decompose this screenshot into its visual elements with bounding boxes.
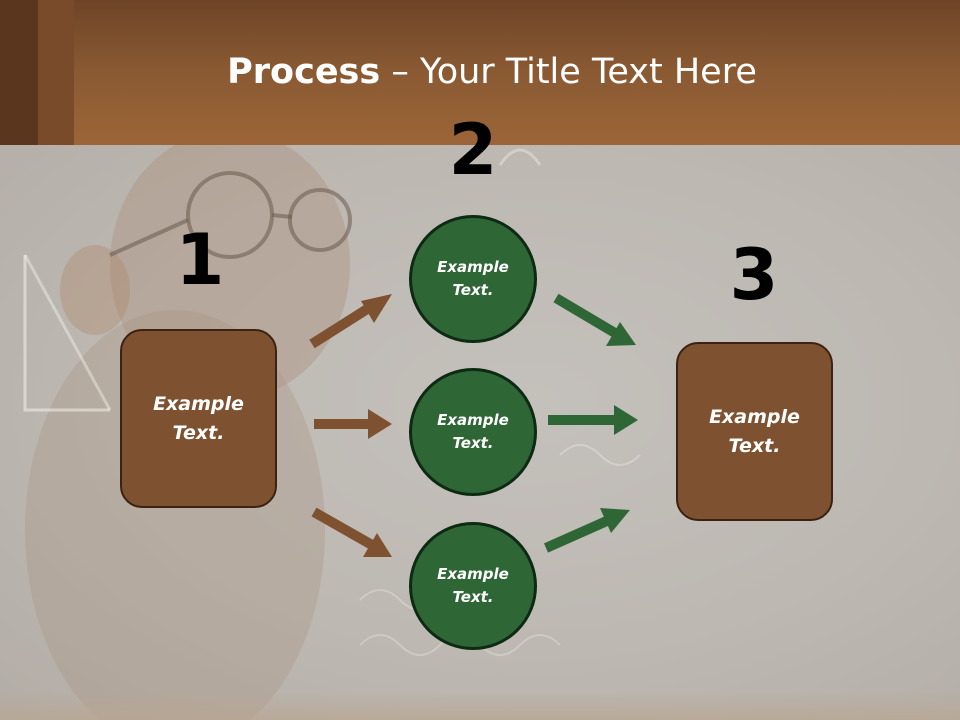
step-circle-middle: Example Text. (409, 368, 537, 496)
step-circle-bottom-label: Example Text. (437, 565, 509, 606)
header-accent-strip (38, 0, 74, 145)
green-arrow-bottom (543, 508, 630, 553)
slide-title: Process – Your Title Text Here (0, 52, 960, 92)
brown-arrow-top (309, 294, 392, 349)
step-box-left: Example Text. (120, 329, 277, 508)
step-circle-top: Example Text. (409, 215, 537, 343)
step-box-right-label: Example Text. (709, 405, 800, 457)
brown-arrow-bottom (311, 507, 392, 557)
floor-strip (0, 692, 960, 720)
title-bold: Process (227, 52, 381, 92)
title-rest: – Your Title Text Here (380, 52, 757, 92)
step-circle-bottom: Example Text. (409, 522, 537, 650)
step-number-1: 1 (175, 219, 225, 301)
step-number-2: 2 (448, 109, 498, 191)
step-circle-top-label: Example Text. (437, 258, 509, 299)
step-number-3: 3 (729, 234, 779, 316)
green-arrow-middle (548, 405, 638, 435)
step-circle-middle-label: Example Text. (437, 411, 509, 452)
brown-arrow-middle (314, 409, 392, 439)
title-bar: Process – Your Title Text Here (0, 0, 960, 145)
green-arrow-top (553, 293, 636, 346)
step-box-right: Example Text. (676, 342, 833, 521)
step-box-left-label: Example Text. (153, 392, 244, 444)
header-accent-strip (0, 0, 38, 145)
